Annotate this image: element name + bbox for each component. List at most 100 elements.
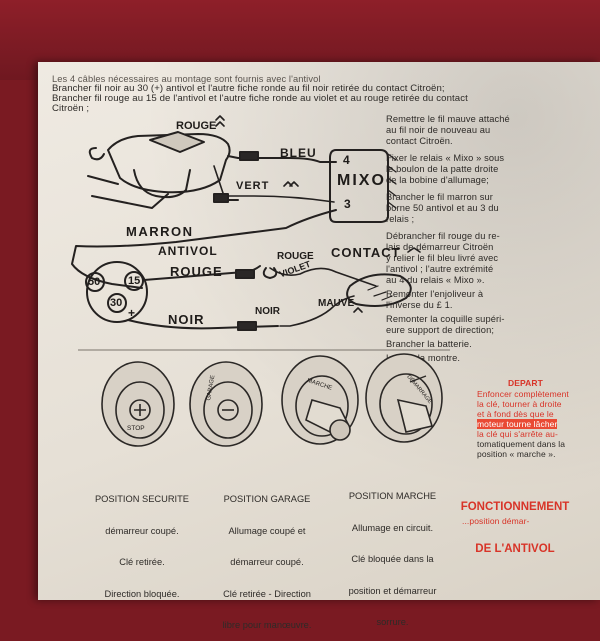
arrow-rouge (215, 115, 225, 127)
relay-hatching (387, 153, 397, 209)
label-antivol: ANTIVOL (158, 244, 218, 258)
plug-bleu (239, 151, 259, 161)
instruction-line: Remettre le fil mauve attaché (386, 114, 510, 124)
depart-line: et à fond dès que le (477, 409, 554, 419)
instruction-line: y relier le fil bleu livré avec (386, 253, 499, 263)
position-securite: POSITION SECURITE démarreur coupé. Clé r… (78, 473, 206, 610)
instruction-line: eure support de direction; (386, 325, 495, 335)
lock-demarrage (365, 353, 443, 443)
wire-bleu (227, 155, 337, 163)
instruction-line: le boulon de la patte droite (386, 164, 499, 174)
position-garage: POSITION GARAGE Allumage coupé et démarr… (203, 473, 331, 641)
instruction-line: Remonter l'enjoliveur à (386, 289, 484, 299)
instruction-line: lais de démarreur Citroën (386, 242, 494, 252)
instruction-line: l'inverse du £ 1. (386, 300, 453, 310)
instruction-line: contact Citroën. (386, 136, 453, 146)
instruction-line: Brancher le fil marron sur (386, 192, 493, 202)
bracket-lines (87, 175, 169, 209)
fonctionnement-line-2: DE L'ANTIVOL (475, 543, 555, 555)
position-line: Clé retirée - Direction (223, 588, 311, 599)
intro-line-2: Brancher fil noir au 30 (+) antivol et l… (52, 83, 445, 94)
coil-cap (149, 131, 205, 153)
terminal-50 (85, 272, 105, 292)
position-title: POSITION SECURITE (94, 494, 189, 504)
label-rouge-small: ROUGE (277, 251, 314, 262)
label-vert: VERT (236, 180, 270, 192)
label-rouge-mid: ROUGE (170, 264, 223, 279)
label-contact: CONTACT (331, 245, 401, 260)
instruction-sheet (38, 62, 600, 600)
terminal-label-30: 30 (110, 297, 123, 309)
lock-garage (189, 361, 263, 447)
instruction-line: relais ; (386, 214, 415, 224)
intro-line-3: Brancher fil rouge au 15 de l'antivol et… (52, 93, 468, 104)
contact-connector (346, 273, 412, 307)
lock-illustrations (101, 353, 443, 447)
position-line: libre pour manœuvre. (222, 620, 312, 630)
position-line: Direction bloquée. (104, 588, 180, 599)
ignition-coil-body (107, 133, 231, 194)
coil-base (133, 169, 191, 199)
position-line: démarreur coupé. (230, 557, 304, 567)
lock-label-stop: STOP (127, 425, 145, 432)
position-line: Clé retirée. (119, 557, 165, 567)
fonctionnement-title: FONCTIONNEMENT DE L'ANTIVOL (450, 472, 580, 570)
depart-title: DEPART (508, 378, 543, 388)
wiring-diagram (71, 115, 450, 351)
terminal-label-50: 50 (88, 276, 101, 288)
label-noir-small: NOIR (255, 306, 280, 317)
terminal-15 (124, 271, 144, 291)
terminal-30 (107, 293, 127, 313)
terminal-label-15: 15 (128, 275, 141, 287)
lock-securite (101, 361, 175, 447)
position-line: Allumage en circuit. (351, 522, 434, 533)
label-noir-mid: NOIR (168, 312, 205, 327)
depart-line: la clé qui s'arrête au- (477, 429, 558, 439)
wire-violet (269, 267, 377, 287)
instruction-line: au 4 du relais « Mixo ». (386, 275, 485, 285)
intro-line-1: Les 4 câbles nécessaires au montage sont… (52, 74, 321, 84)
position-title: POSITION GARAGE (223, 494, 311, 504)
footer-red-text: ...position démar- (462, 516, 530, 526)
instruction-line: Débrancher fil rouge du re- (386, 231, 500, 241)
plug-rouge (235, 269, 255, 279)
arrow-vert (283, 181, 299, 187)
instruction-line: au fil noir de nouveau au (386, 125, 491, 135)
position-title: POSITION MARCHE (348, 491, 437, 501)
instruction-line: l'antivol ; l'autre extrémité (386, 264, 494, 274)
wire-noir (127, 319, 279, 330)
position-line: Clé bloquée dans la (351, 554, 434, 564)
depart-line: la clé, tourner à droite (477, 399, 562, 409)
label-rouge-top: ROUGE (176, 120, 217, 132)
position-line: Allumage coupé et (228, 525, 306, 536)
paper-shadow (38, 62, 600, 600)
arrow-mauve (353, 307, 363, 313)
label-mauve: MAUVE (318, 298, 355, 309)
lock-marche (281, 355, 359, 445)
label-bleu: BLEU (280, 146, 317, 160)
instruction-line: borne 50 antivol et au 3 du (386, 203, 499, 213)
antivol-unit (86, 261, 148, 323)
splice-rouge (262, 267, 278, 279)
terminal-plus: + (128, 306, 136, 320)
depart-line-highlight: moteur tourne lâcher (477, 419, 558, 429)
label-relay-4: 4 (343, 153, 350, 167)
depart-line: Enfoncer complètement (477, 389, 569, 399)
connector-pins (367, 285, 393, 301)
position-line: position et démarreur (348, 585, 437, 596)
position-marche: POSITION MARCHE Allumage en circuit. Clé… (330, 470, 455, 638)
fonctionnement-line-1: FONCTIONNEMENT (460, 501, 570, 513)
instruction-line: Brancher la batterie. (386, 339, 472, 349)
depart-line: tomatiquement dans la (477, 439, 566, 449)
mixo-relay (329, 149, 389, 223)
label-mixo: MIXO (337, 172, 386, 189)
label-relay-3: 3 (344, 197, 351, 211)
position-line: démarreur coupé. (105, 525, 179, 536)
wire-vert (213, 165, 335, 203)
position-line: sorrure. (376, 617, 409, 627)
plug-vert (213, 193, 229, 203)
plug-noir (237, 321, 257, 331)
instruction-line: Remonter la coquille supéri- (386, 314, 505, 324)
cable-loop (88, 147, 105, 161)
arrow-contact (407, 247, 421, 253)
